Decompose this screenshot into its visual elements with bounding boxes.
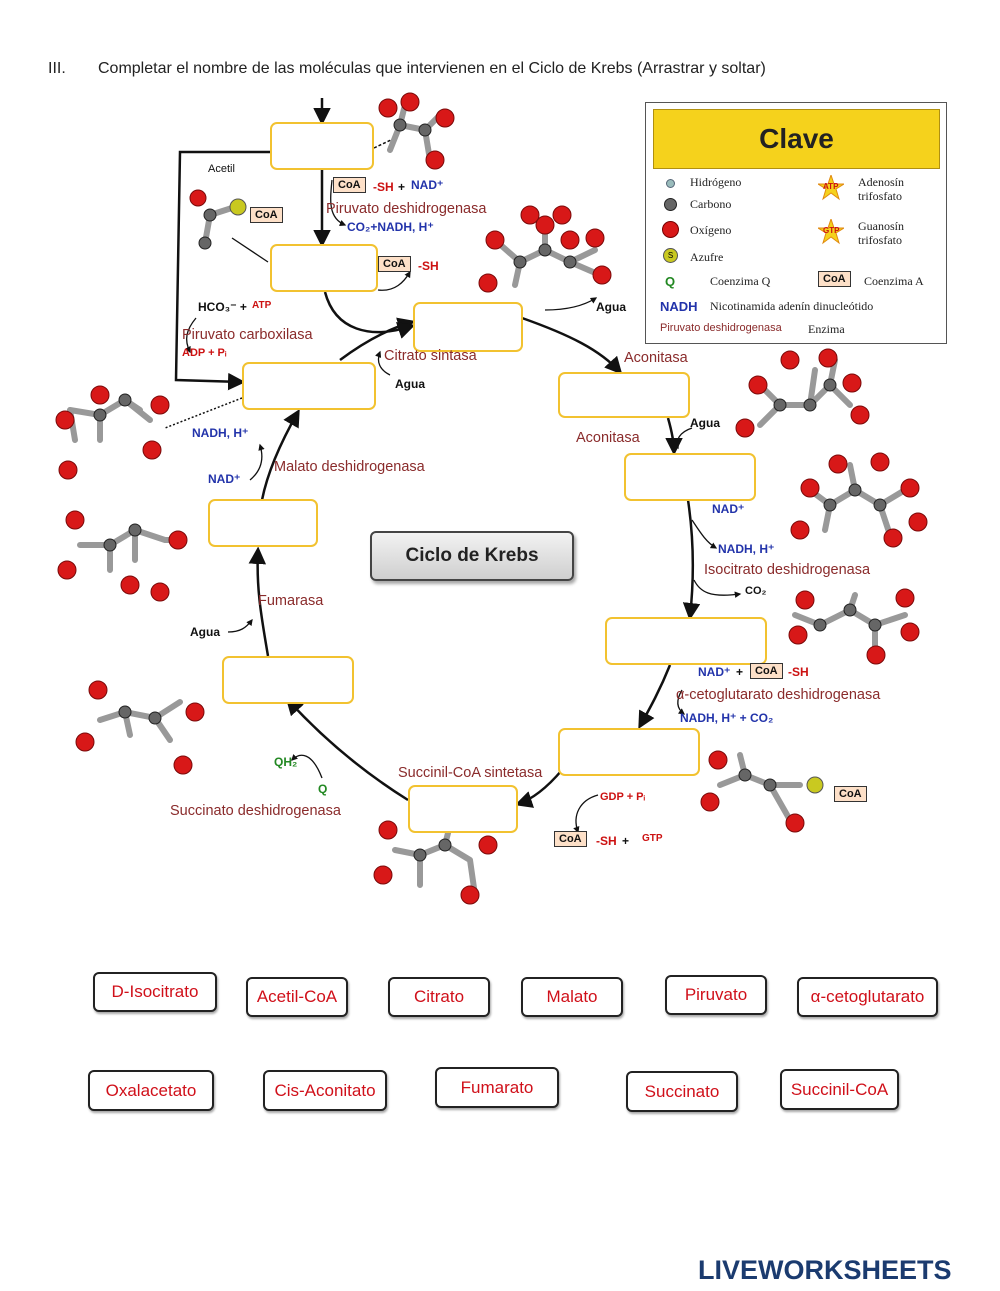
sh-label-scs: -SH [596,834,617,848]
co2-nadh-label: CO₂+NADH, H⁺ [347,220,434,234]
instruction-text: Completar el nombre de las moléculas que… [98,60,766,77]
key-carbon: Carbono [690,197,732,211]
drop-zone-succinato[interactable] [408,785,518,833]
adp-pi-label: ADP + Pᵢ [182,347,227,359]
answer-chip-malato[interactable]: Malato [521,977,623,1017]
key-coa-symbol: CoA [818,271,851,287]
agua-label-cs: Agua [395,377,425,391]
atp-icon [818,175,844,201]
nad-label-pdh: NAD⁺ [411,178,444,192]
gtp-icon [818,219,844,245]
instruction-number: III. [48,60,66,77]
plus-label-pdh: + [398,180,406,194]
key-q-symbol: Q [665,274,676,289]
answer-chip-piruvato[interactable]: Piruvato [665,975,767,1015]
sh-label-acetilcoa: -SH [418,259,439,273]
drop-zone-citrato[interactable] [413,302,523,352]
key-nadh-symbol: NADH [660,299,698,314]
coa-badge-acetilcoa: CoA [378,256,411,272]
acetil-label: Acetil [208,163,235,175]
plus-label-akgdh: + [736,665,744,679]
coa-badge-pdh: CoA [333,177,366,193]
co2-label-idh: CO₂ [745,585,767,597]
enzyme-scs: Succinil-CoA sintetasa [398,765,543,781]
answer-chip-citrato[interactable]: Citrato [388,977,490,1017]
drop-zone-alfa-cetoglutarato[interactable] [605,617,767,665]
answer-chip-acetil-coa[interactable]: Acetil-CoA [246,977,348,1017]
sulfur-icon: S [663,248,678,263]
key-hydrogen: Hidrógeno [690,175,742,189]
plus-label-scs: + [622,834,630,848]
key-nadh: Nicotinamida adenín dinucleótido [710,299,874,313]
coa-badge-succinil: CoA [834,786,867,802]
key-sulfur: Azufre [690,250,724,264]
atp-label: ATP [252,300,272,311]
drop-zone-oxalacetato[interactable] [242,362,376,410]
agua-label-aco2: Agua [690,416,720,430]
answer-chip-succinato[interactable]: Succinato [626,1071,738,1112]
enzyme-cs: Citrato sintasa [384,348,477,364]
nad-label-akgdh: NAD⁺ [698,665,731,679]
answer-chip-oxalacetato[interactable]: Oxalacetato [88,1070,214,1111]
key-coenzyme-a: Coenzima A [864,274,924,288]
drop-zone-fumarato[interactable] [222,656,354,704]
key-coenzyme-q: Coenzima Q [710,274,771,288]
q-label: Q [318,782,328,796]
agua-label-aco1: Agua [596,300,626,314]
key-title: Clave [653,109,940,169]
drop-zone-d-isocitrato[interactable] [624,453,756,501]
answer-chip-d-isocitrato[interactable]: D-Isocitrato [93,972,217,1012]
answer-chip-cis-aconitato[interactable]: Cis-Aconitato [263,1070,387,1111]
enzyme-sdh: Succinato deshidrogenasa [170,803,341,819]
answer-chip-alfa-cetoglutarato[interactable]: α-cetoglutarato [797,977,938,1017]
drop-zone-malato[interactable] [208,499,318,547]
key-atp-symbol: ATP [823,182,839,191]
key-oxygen: Oxígeno [690,223,732,237]
nad-label-idh: NAD⁺ [712,502,745,516]
answer-chip-succinil-coa[interactable]: Succinil-CoA [780,1069,899,1110]
nad-label-mdh: NAD⁺ [208,472,241,486]
drop-zone-succinil-coa[interactable] [558,728,700,776]
enzyme-idh: Isocitrato deshidrogenasa [704,562,871,578]
enzyme-pc: Piruvato carboxilasa [182,327,313,343]
enzyme-aconitasa-1: Aconitasa [624,350,688,366]
answer-chip-fumarato[interactable]: Fumarato [435,1067,559,1108]
enzyme-pdh: Piruvato deshidrogenasa [326,201,487,217]
gtp-label: GTP [642,833,663,844]
coa-badge-akgdh: CoA [750,663,783,679]
enzyme-aconitasa-2: Aconitasa [576,430,640,446]
key-atp: Adenosín trifosfato [858,175,904,203]
molecule-illustrations [55,92,928,905]
enzyme-mdh: Malato deshidrogenasa [274,459,425,475]
nadh-co2-label: NADH, H⁺ + CO₂ [680,711,774,725]
qh2-label: QH₂ [274,755,298,769]
cycle-arrows [164,98,742,834]
sh-label-pdh: -SH [373,180,394,194]
drop-zone-cis-aconitato[interactable] [558,372,690,418]
hco3-label: HCO₃⁻ + [198,300,247,314]
key-enzyme: Enzima [808,322,845,336]
sh-label-akgdh: -SH [788,665,809,679]
key-gtp: Guanosín trifosfato [858,219,904,247]
coa-badge-scs: CoA [554,831,587,847]
drop-zone-acetil-coa[interactable] [270,244,378,292]
liveworksheets-logo: LIVEWORKSHEETS [698,1255,952,1286]
enzyme-fumarasa: Fumarasa [258,593,324,609]
carbon-icon [664,198,677,211]
enzyme-akgdh: α-cetoglutarato deshidrogenasa [676,687,881,703]
key-legend: Clave Hidrógeno Carbono Oxígeno S Azufre… [645,102,947,344]
nadh-label-idh: NADH, H⁺ [718,542,775,556]
oxygen-icon [662,221,679,238]
gdp-pi-label: GDP + Pᵢ [600,791,646,803]
drop-zone-piruvato[interactable] [270,122,374,170]
key-enzyme-symbol: Piruvato deshidrogenasa [660,322,782,334]
key-gtp-symbol: GTP [823,226,840,235]
nadh-label-mdh: NADH, H⁺ [192,426,249,440]
diagram-title: Ciclo de Krebs [370,531,574,581]
hydrogen-icon [666,179,675,188]
agua-label-fum: Agua [190,625,220,639]
coa-badge-acetil: CoA [250,207,283,223]
logo-text: LIVEWORKSHEETS [698,1255,952,1285]
